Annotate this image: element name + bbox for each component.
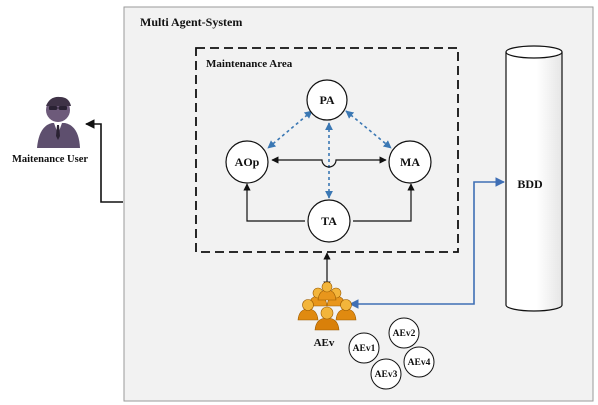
aop-ta-link: [243, 183, 305, 222]
agent-ma: MA: [388, 140, 432, 184]
aev-instance: AEv1: [348, 332, 380, 364]
database-label: BDD: [517, 177, 543, 191]
agent-pa-label: PA: [319, 93, 334, 107]
aev-instance-label: AEv4: [408, 358, 431, 368]
aop-ma-link: [271, 156, 387, 168]
agent-ta: TA: [307, 199, 351, 243]
people-group-icon: [297, 281, 357, 331]
aev-instance: AEv2: [388, 317, 420, 349]
pa-ma-link: [345, 110, 392, 149]
aev-instance-label: AEv1: [353, 344, 376, 354]
agent-aop-label: AOp: [235, 155, 260, 169]
aev-instance-label: AEv2: [393, 329, 416, 339]
system-title: Multi Agent-System: [140, 15, 242, 29]
aev-instance: AEv3: [370, 358, 402, 390]
aev-instance: AEv4: [403, 346, 435, 378]
agent-ta-label: TA: [321, 214, 337, 228]
user-label: Maitenance User: [12, 154, 88, 165]
aev-group-label: AEv: [314, 337, 335, 349]
aev-instance-label: AEv3: [375, 370, 398, 380]
user-system-link: [85, 119, 123, 203]
database-cylinder: BDD: [505, 45, 563, 312]
maintenance-area-title: Maintenance Area: [206, 58, 293, 70]
agent-ma-label: MA: [400, 155, 420, 169]
agent-aop: AOp: [225, 140, 269, 184]
agent-pa: PA: [306, 79, 348, 121]
businessman-user-icon: [37, 96, 80, 148]
aev-database-link: [349, 177, 505, 309]
